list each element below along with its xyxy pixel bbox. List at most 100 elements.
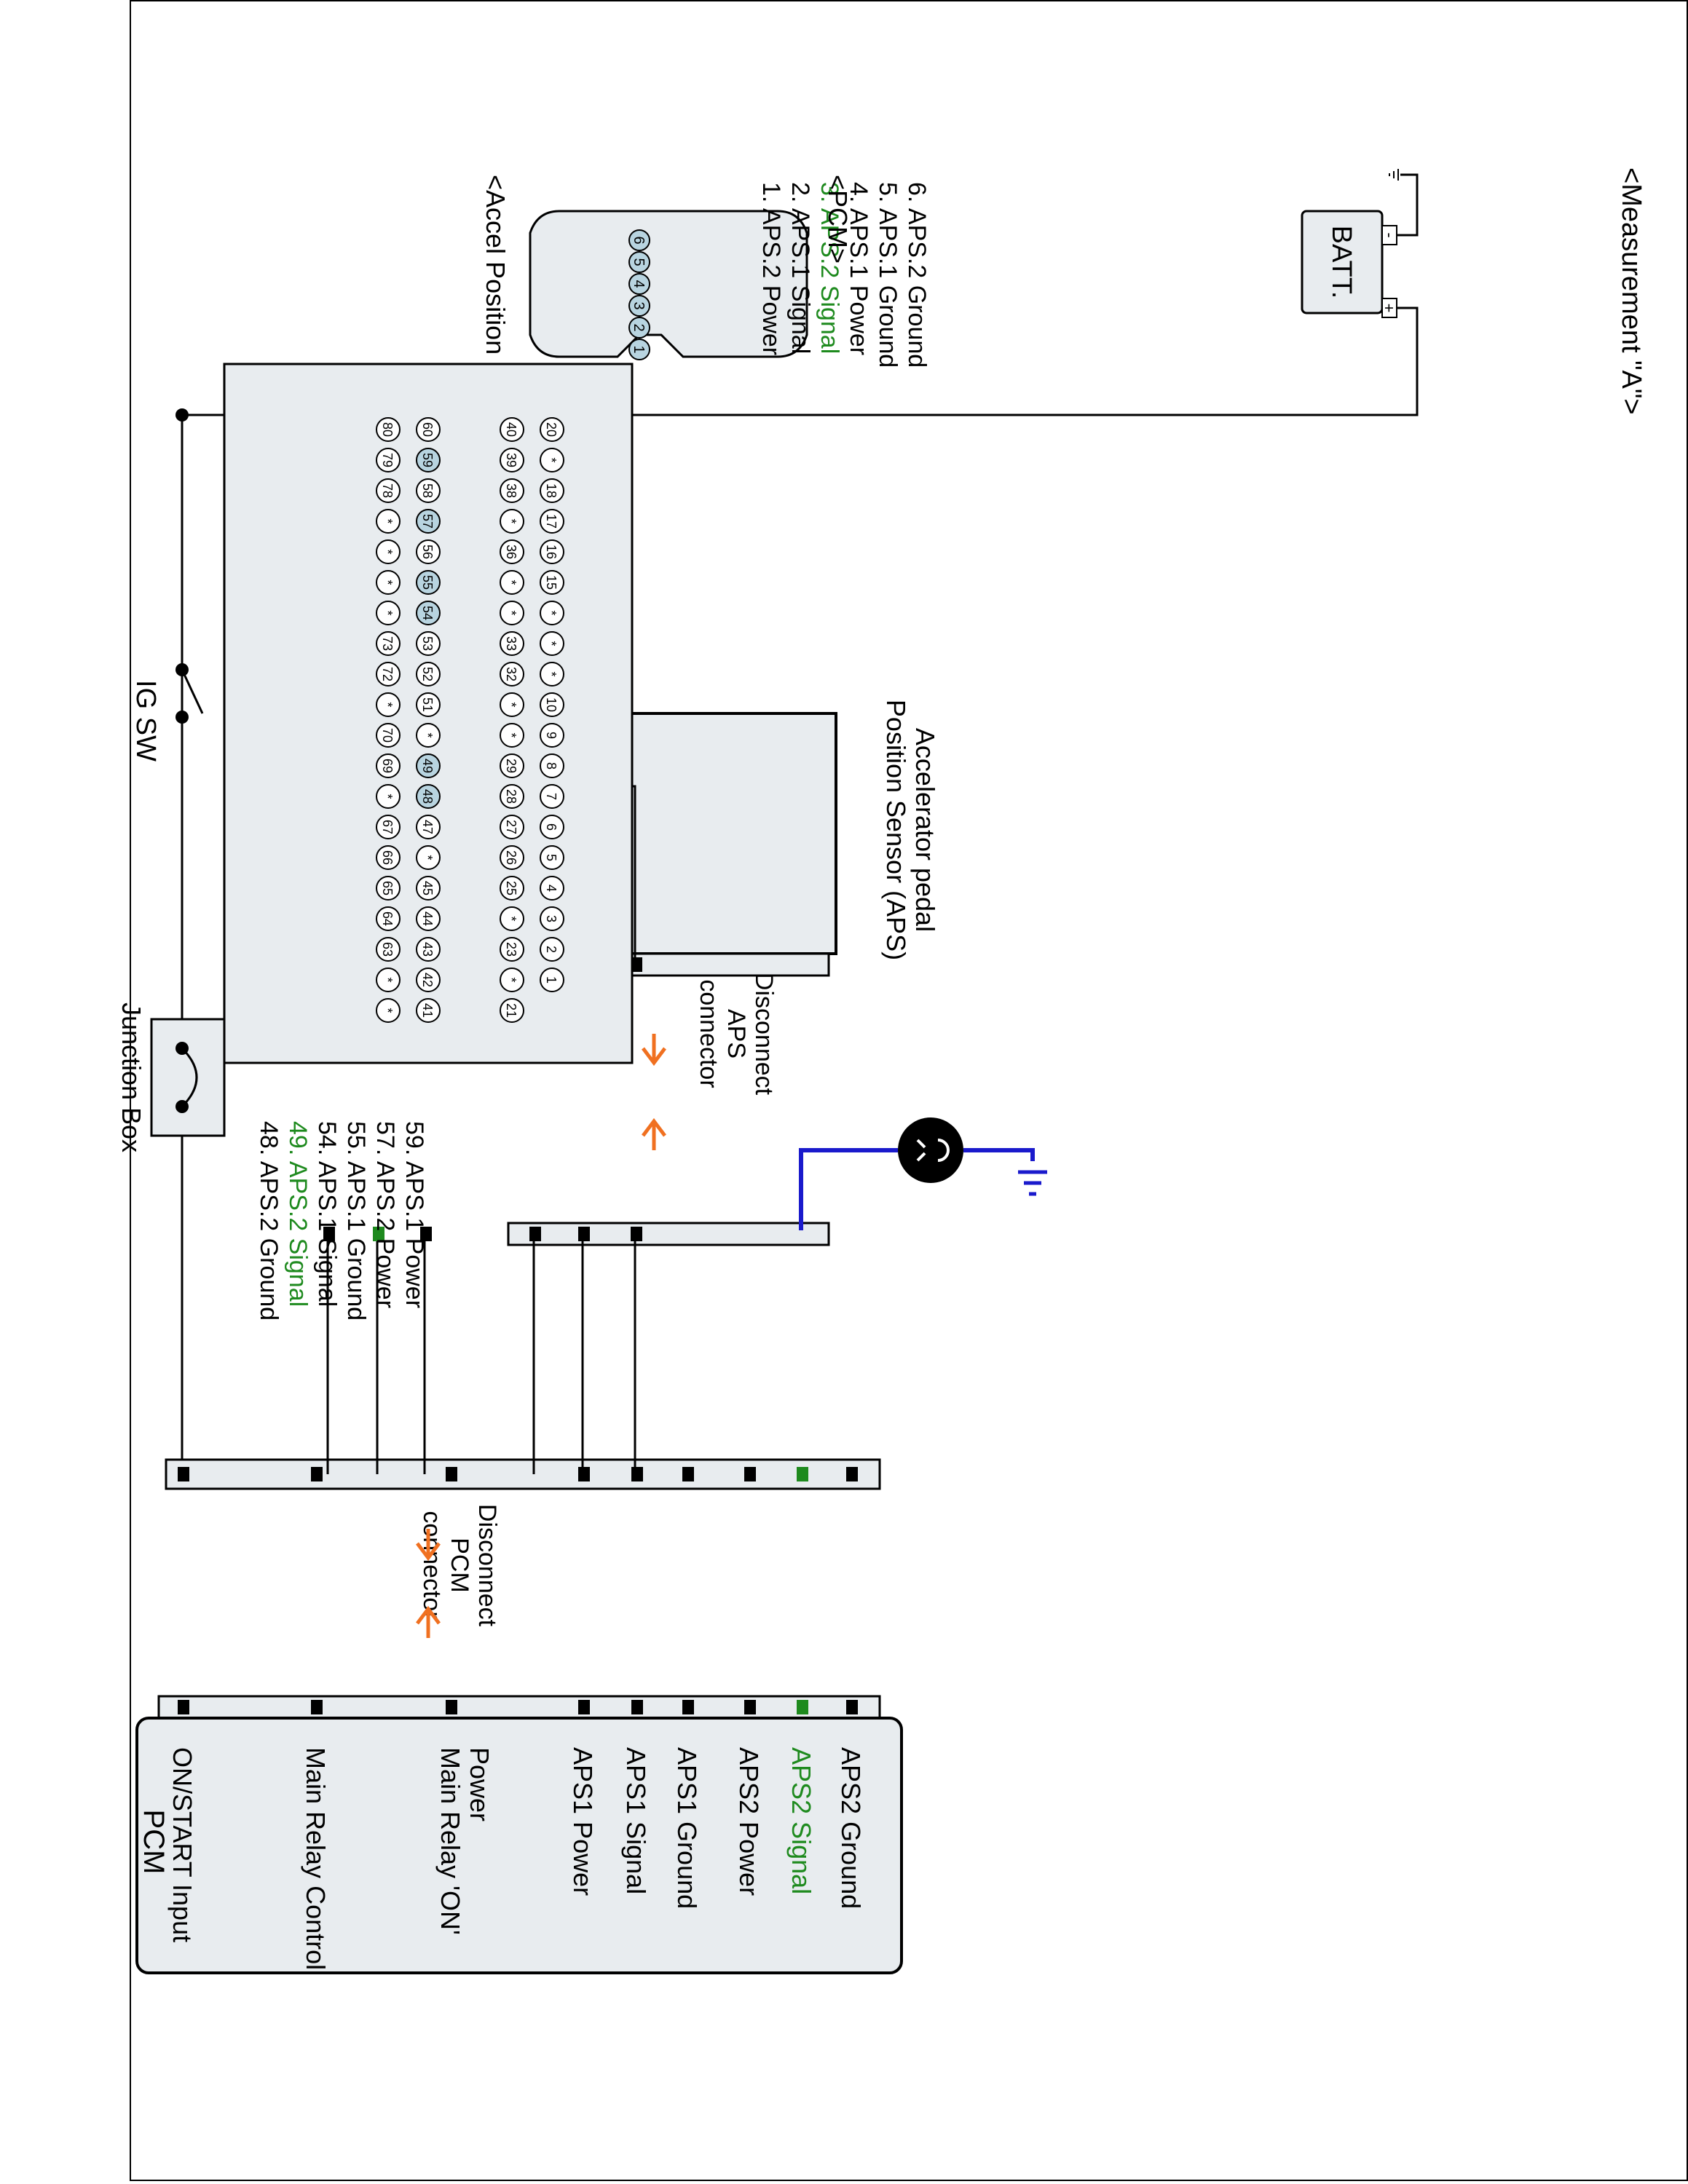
pcm-connector-pin-number: 53	[420, 636, 435, 651]
pin-terminal	[178, 1467, 189, 1481]
pin-terminal	[682, 1700, 694, 1714]
pcm-connector-pin	[500, 937, 524, 962]
pcm-connector-pin-number: 69	[380, 759, 395, 773]
pcm-connector-pin-number: 65	[380, 881, 395, 895]
pin-terminal	[744, 1467, 756, 1481]
pcm-connector-pin-number: *	[420, 855, 435, 860]
pcm-module-pinbar	[157, 1695, 881, 1720]
battery-plus-sign: +	[1380, 304, 1398, 313]
pcm-connector-pin	[540, 662, 564, 687]
pcm-connector-pin-number: 54	[420, 606, 435, 620]
pcm-connector-pin-number: 32	[504, 667, 518, 681]
pcm-pin-label: Power	[465, 1747, 494, 1821]
disconnect-pcm-line1: Disconnect	[473, 1504, 501, 1627]
pcm-connector-pin	[376, 845, 401, 870]
pcm-connector-pin-number: 59	[420, 453, 435, 467]
pcm-connector-pin	[540, 570, 564, 595]
accel-connector-pin-label: 1. APS.2 Power	[757, 182, 785, 355]
disconnect-pcm-line2: PCM	[446, 1538, 473, 1593]
pcm-connector-pin-label: 48. APS.2 Ground	[255, 1121, 283, 1321]
pcm-connector-pin-number: *	[544, 641, 559, 646]
pcm-connector-pin-number: 55	[420, 575, 435, 590]
pcm-connector-pin-number: 78	[380, 483, 395, 498]
pcm-connector-pin	[540, 478, 564, 503]
accel-connector-pin-label: 2. APS.1 Signal	[786, 182, 814, 354]
accel-connector-pin-label: 6. APS.2 Ground	[903, 182, 931, 368]
pcm-connector-pin-number: 42	[420, 973, 435, 987]
pcm-connector-pin-number: *	[380, 794, 395, 799]
pcm-connector-pin	[416, 968, 441, 992]
pcm-connector-pin-number: *	[544, 610, 559, 615]
pcm-pin-label: APS2 Ground	[836, 1747, 866, 1909]
pin-terminal	[631, 957, 642, 972]
pcm-connector-pin	[540, 937, 564, 962]
pcm-connector-pin	[540, 845, 564, 870]
pcm-connector-pin-number: 80	[380, 422, 395, 437]
pcm-connector: <PCM>20*18171615***10987654321403938*36*…	[223, 175, 853, 1321]
pcm-connector-pin	[500, 692, 524, 717]
pcm-connector-pin	[416, 845, 441, 870]
battery: BATT.-+	[182, 169, 1419, 416]
accel-connector-pin-number: 3	[631, 301, 647, 309]
pin-terminal	[311, 1700, 323, 1714]
pcm-connector-pin-number: 16	[544, 545, 559, 559]
pcm-connector-pin-number: 79	[380, 453, 395, 467]
pcm-connector-pin-number: 27	[504, 820, 518, 834]
pcm-connector-pin-number: 67	[380, 820, 395, 834]
pcm-connector-pin-label: 57. APS.2 Power	[371, 1121, 399, 1308]
pcm-connector-pin	[416, 631, 441, 656]
pcm-connector-pin-number: 64	[380, 911, 395, 926]
pcm-connector-pin	[376, 784, 401, 809]
pcm-connector-pin	[416, 692, 441, 717]
pcm-pin-label: Main Relay 'ON'	[435, 1747, 465, 1935]
pcm-connector-pin-number: 8	[544, 762, 559, 769]
battery-label: BATT.	[1326, 226, 1357, 299]
pcm-connector-pin	[376, 723, 401, 748]
pcm-connector-pin	[500, 448, 524, 472]
pcm-connector-pin	[500, 753, 524, 778]
junction-box-body	[150, 1018, 226, 1137]
ig-switch-label: IG SW	[130, 680, 161, 761]
pcm-connector-pin	[540, 723, 564, 748]
pcm-connector-pin	[376, 601, 401, 625]
pcm-pin-label: ON/START Input	[167, 1747, 197, 1942]
pcm-connector-pin-number: 60	[420, 422, 435, 437]
pin-terminal	[178, 1700, 189, 1714]
pcm-connector-pin	[376, 478, 401, 503]
pcm-connector-pin	[376, 876, 401, 901]
pcm-connector-pin-number: 20	[544, 422, 559, 437]
pcm-connector-pin	[376, 539, 401, 564]
pcm-connector-pin	[416, 601, 441, 625]
pcm-connector-pin	[376, 448, 401, 472]
pcm-connector-pin	[500, 815, 524, 839]
disconnect-aps-line2: APS	[722, 1009, 750, 1059]
accel-connector-pin-number: 2	[631, 323, 647, 331]
pcm-connector-pin	[376, 968, 401, 992]
pin-terminal	[578, 1700, 590, 1714]
pcm-connector-pin-number: 9	[544, 732, 559, 739]
pcm-connector-pin	[540, 448, 564, 472]
pcm-connector-pin-label: 49. APS.2 Signal	[284, 1121, 312, 1307]
pcm-connector-pin	[500, 570, 524, 595]
pcm-connector-pin-number: 26	[504, 850, 518, 865]
pcm-connector-pin	[540, 631, 564, 656]
pcm-pin-label: APS2 Signal	[786, 1747, 816, 1894]
pcm-connector-pin	[376, 906, 401, 931]
pcm-connector-pin-number: *	[380, 518, 395, 523]
pcm-connector-pin	[416, 662, 441, 687]
pcm-connector-pin	[416, 937, 441, 962]
accel-connector-pin-label: 5. APS.1 Ground	[874, 182, 902, 368]
pcm-connector-pin	[376, 998, 401, 1023]
pcm-connector-pin	[376, 509, 401, 534]
pcm-connector-pin-number: 15	[544, 575, 559, 590]
pcm-connector-pin-number: 58	[420, 483, 435, 498]
pcm-connector-pin-number: 49	[420, 759, 435, 773]
pcm-connector-pin-label: 55. APS.1 Ground	[342, 1121, 370, 1321]
accel-connector-pin-number: 5	[631, 258, 647, 266]
junction-box: Junction Box	[117, 1002, 226, 1478]
pcm-connector-pin-label: 54. APS.1 Signal	[313, 1121, 341, 1307]
pcm-connector-pin-number: 57	[420, 514, 435, 529]
pcm-connector-pin	[416, 906, 441, 931]
pcm-connector-pin	[540, 784, 564, 809]
